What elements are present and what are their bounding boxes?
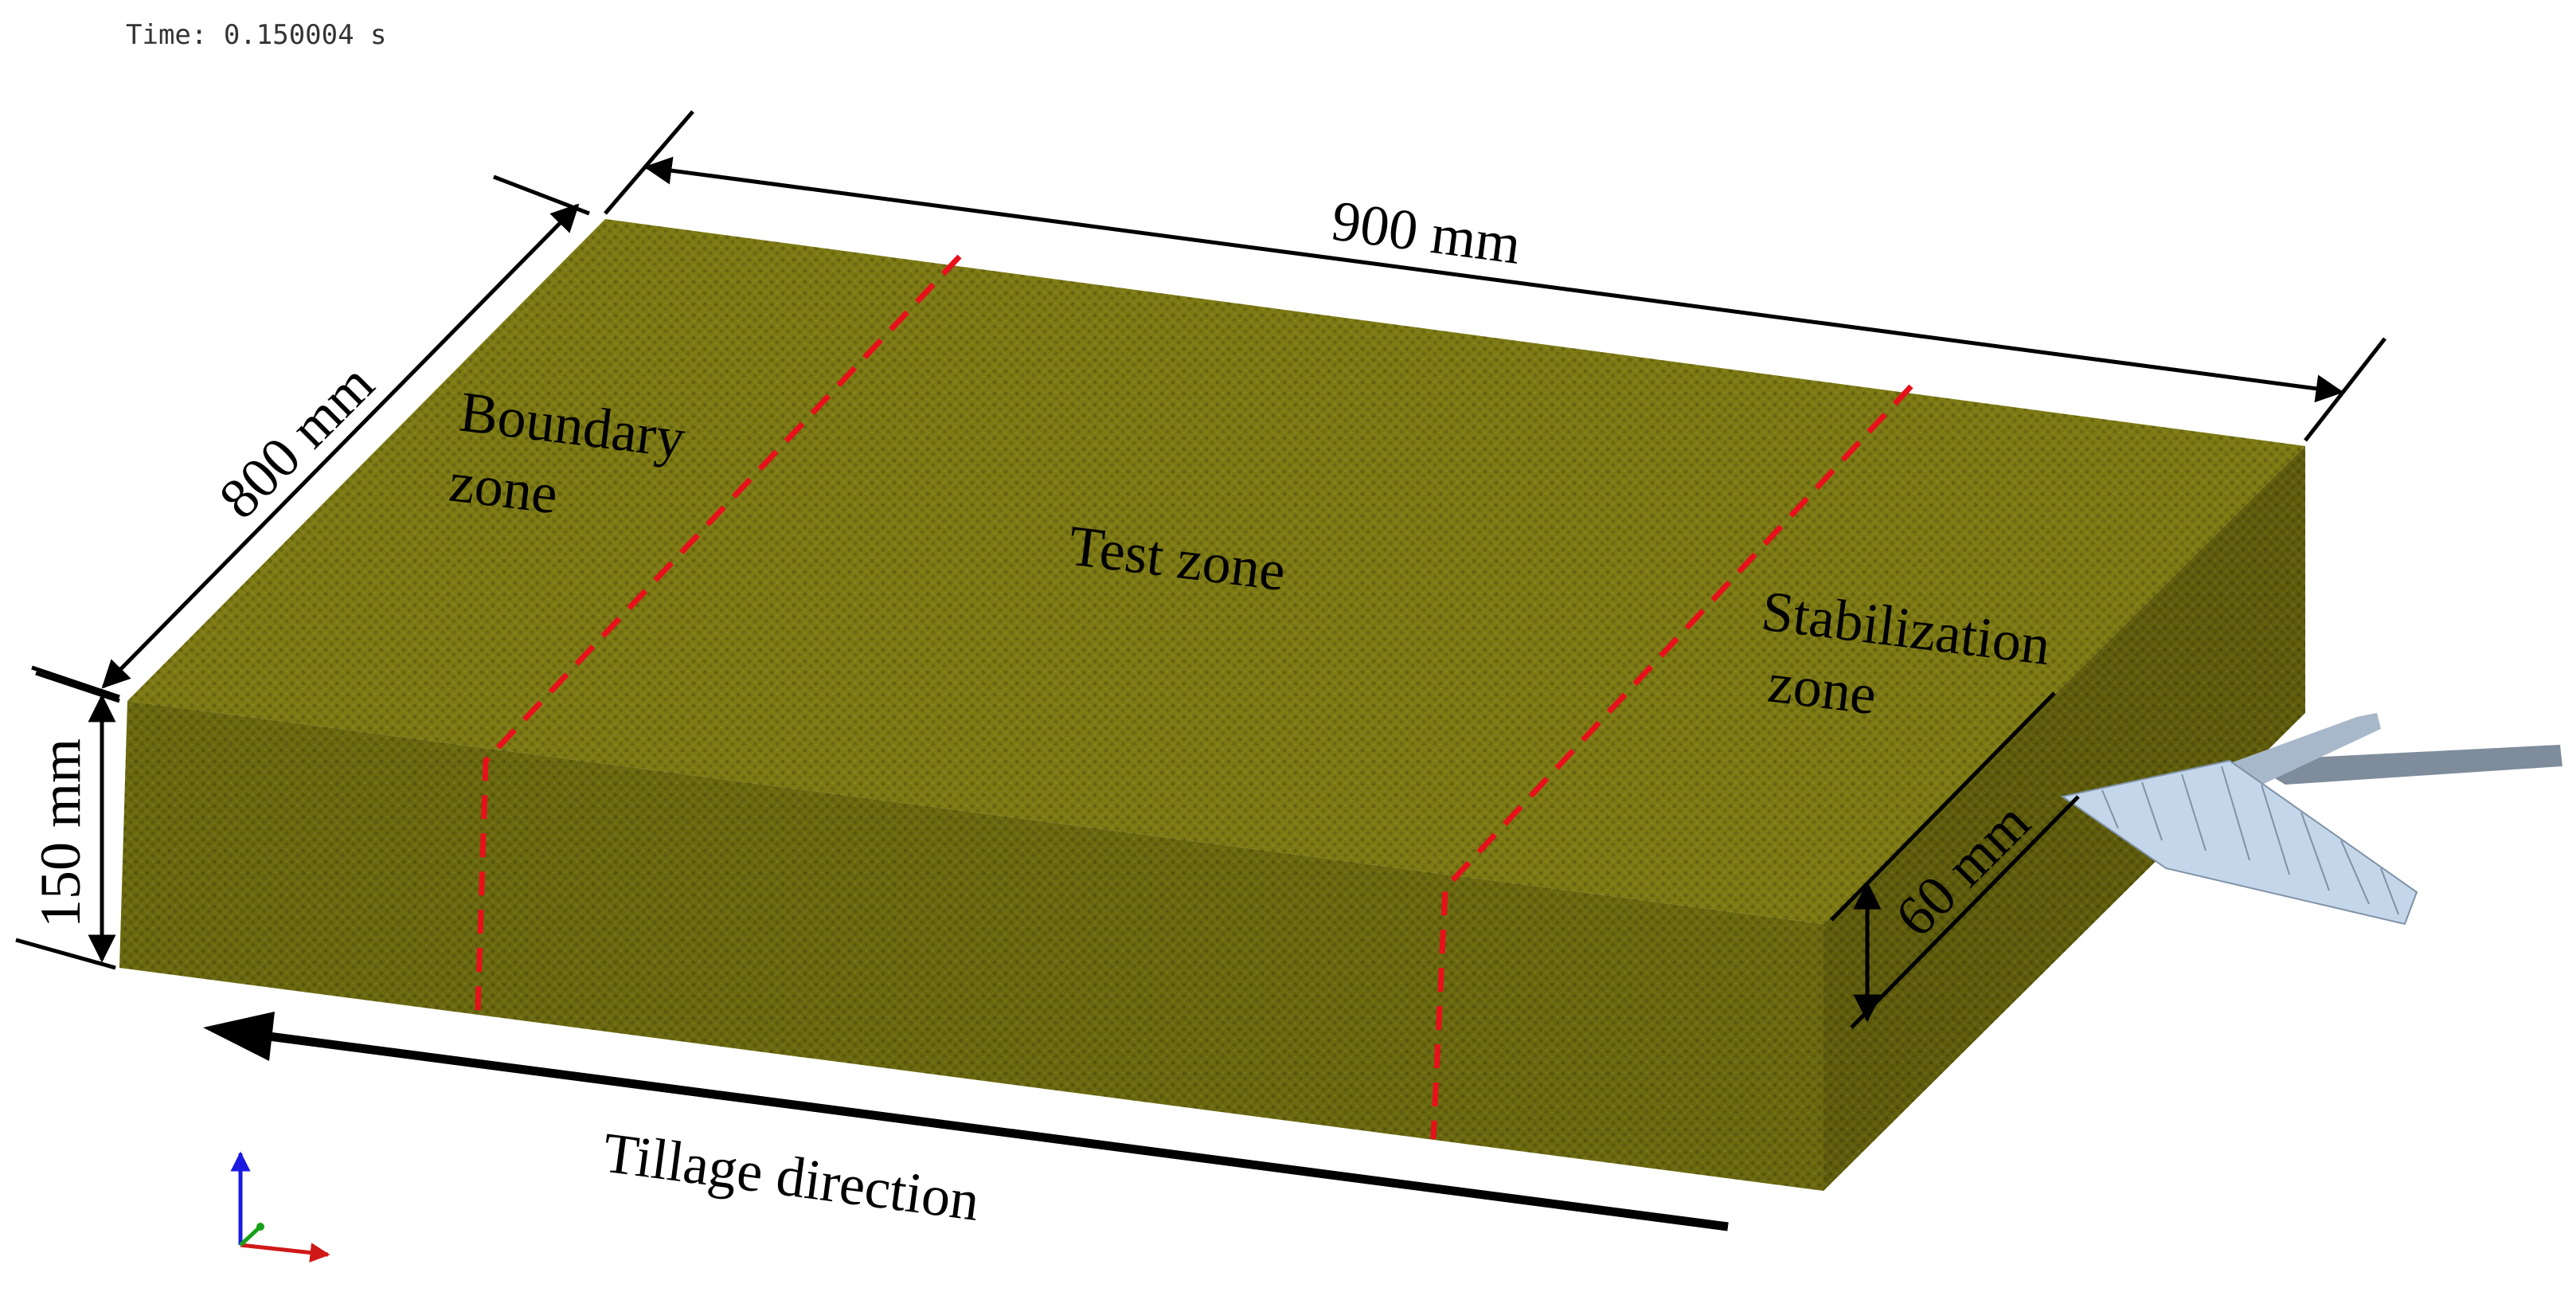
tool-shank [2246, 745, 2562, 785]
boundary-test-divider [475, 254, 962, 1012]
dimension-height [15, 671, 120, 970]
tool-sweep-blade [2060, 759, 2418, 926]
tillage-direction-label: Tillage direction [600, 1121, 983, 1233]
boundary-zone-label-line2: zone [446, 449, 561, 526]
stabilization-zone-label-line2: zone [1765, 650, 1880, 726]
dimension-tool-depth [1830, 691, 2080, 1029]
dimension-width [31, 174, 590, 699]
tool-stem [2222, 713, 2381, 789]
tillage-direction-arrow [203, 1012, 1729, 1231]
zone-dividers [475, 254, 1913, 1140]
coordinate-axes-icon [230, 1151, 330, 1263]
time-readout: Time: 0.150004 s [126, 19, 387, 51]
dimension-length [604, 110, 2386, 442]
sweep-tine-icon [2060, 713, 2562, 926]
soil-block [119, 219, 2305, 1191]
height-label: 150 mm [29, 738, 92, 928]
test-stabilization-divider [1430, 384, 1913, 1140]
